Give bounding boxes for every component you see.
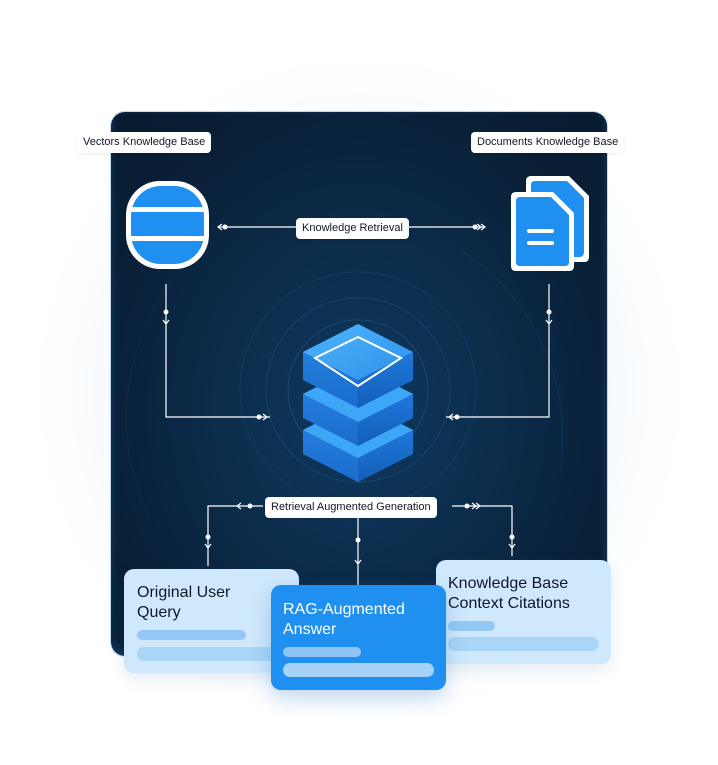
placeholder-bar [283, 647, 361, 657]
card-title-line: Query [137, 604, 181, 621]
database-icon [126, 181, 209, 269]
documents-connector [446, 284, 553, 421]
card-title-line: RAG-Augmented [283, 601, 405, 618]
card-title-line: Original User [137, 584, 231, 601]
vectors-connector [162, 284, 270, 421]
card-title: Original User Query [137, 583, 230, 623]
card-title-line: Answer [283, 621, 337, 638]
vectors-knowledge-base-label: Vectors Knowledge Base [77, 132, 212, 153]
layered-stack-icon [303, 324, 413, 482]
knowledge-retrieval-label: Knowledge Retrieval [296, 218, 409, 239]
rag-augmented-answer-card: RAG-Augmented Answer [271, 585, 446, 690]
documents-knowledge-base-label: Documents Knowledge Base [471, 132, 625, 153]
original-user-query-card: Original User Query [124, 569, 299, 673]
knowledge-base-citations-card: Knowledge Base Context Citations [436, 560, 611, 664]
rag-connector [204, 502, 516, 585]
placeholder-bar [283, 663, 434, 677]
placeholder-bar [137, 647, 287, 661]
documents-icon [511, 176, 589, 271]
card-title: Knowledge Base Context Citations [448, 574, 570, 614]
card-title: RAG-Augmented Answer [283, 600, 405, 640]
placeholder-bar [448, 637, 599, 651]
retrieval-augmented-generation-label: Retrieval Augmented Generation [265, 497, 437, 518]
card-title-line: Context Citations [448, 595, 570, 612]
placeholder-bar [448, 621, 495, 631]
card-title-line: Knowledge Base [448, 575, 569, 592]
placeholder-bar [137, 630, 246, 640]
